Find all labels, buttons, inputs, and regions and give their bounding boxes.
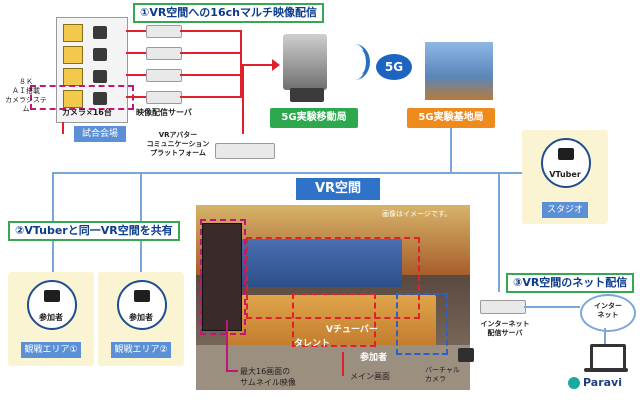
vtuber-label: VTuber [549, 170, 581, 179]
5g-badge: 5G [376, 54, 412, 80]
internet-cloud-icon [580, 294, 636, 332]
monitor-icon [63, 24, 83, 42]
camera-group [56, 17, 128, 123]
platform-label: VRアバター コミュニケーション プラットフォーム [146, 131, 210, 157]
server-icon [146, 69, 182, 82]
monitor-icon [63, 90, 83, 108]
participant-scene-label: 参加者 [360, 353, 388, 363]
platform-server-icon [215, 143, 275, 159]
banner-multi-distribution: ①VR空間への16chマルチ映像配信 [133, 3, 324, 23]
mobile-station-base [290, 88, 324, 102]
banner-shared-space: ②VTuberと同一VR空間を共有 [8, 221, 180, 241]
main-screen-label: メイン画面 [350, 372, 390, 381]
venue-label: 試合会場 [74, 126, 126, 142]
thumbnail-label: 最大16画面の サムネイル映像 [240, 367, 296, 387]
participant-highlight [396, 293, 448, 355]
base-station-image [425, 42, 493, 100]
camera-icon [93, 70, 107, 83]
paravi-logo-icon [568, 377, 580, 389]
studio-panel: VTuber スタジオ [522, 130, 608, 224]
vtuber-scene-label: Vチューバー [326, 325, 378, 335]
internet-cloud-label: インター ネット [594, 302, 622, 319]
vtuber-avatar-icon [541, 138, 591, 188]
internet-server-label: インターネット 配信サーバ [480, 320, 530, 337]
mobile-station-image [283, 34, 327, 90]
vr-space-title: VR空間 [296, 178, 380, 200]
participant-label: 参加者 [129, 313, 153, 322]
participant-avatar-icon [117, 280, 167, 330]
mobile-station-label: 5G実験移動局 [270, 108, 358, 128]
area-label: 観戦エリア① [21, 342, 81, 358]
thumbnail-highlight [200, 219, 246, 335]
server-icon [146, 91, 182, 104]
camera-icon [93, 26, 107, 39]
participant-avatar-icon [27, 280, 77, 330]
monitor-icon [63, 68, 83, 86]
banner-net-distribution: ③VR空間のネット配信 [506, 273, 635, 293]
participant-panel-2: 参加者 観戦エリア② [98, 272, 184, 366]
server-icon [146, 25, 182, 38]
area-label: 観戦エリア② [111, 342, 171, 358]
talent-label: タレント [294, 339, 331, 349]
camera-system-label: ８Ｋ ＡＩ搭載 カメラシステム [5, 78, 47, 113]
talent-highlight [292, 293, 376, 347]
camera-icon [93, 48, 107, 61]
studio-label: スタジオ [542, 202, 588, 218]
participant-label: 参加者 [39, 313, 63, 322]
camera-icon [93, 92, 107, 105]
server-label: 映像配信サーバ [136, 108, 192, 117]
base-station-label: 5G実験基地局 [407, 108, 495, 128]
camera-count-label: カメラ×16台 [62, 108, 112, 117]
main-screen-highlight [246, 237, 420, 319]
paravi-brand: Paravi [583, 376, 622, 389]
virtual-camera-label: バーチャル カメラ [425, 366, 460, 383]
image-note: 画像はイメージです。 [382, 210, 452, 218]
internet-server-icon [480, 300, 526, 314]
monitor-icon [63, 46, 83, 64]
server-icon [146, 47, 182, 60]
virtual-camera-icon [458, 348, 474, 362]
vr-scene-image: 画像はイメージです。 [196, 205, 470, 390]
participant-panel-1: 参加者 観戦エリア① [8, 272, 94, 366]
